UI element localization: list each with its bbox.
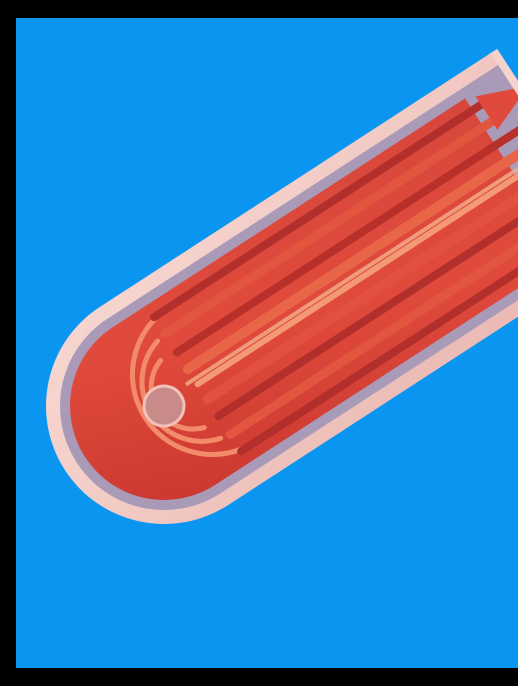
cutaway-tube-illustration (16, 18, 518, 668)
tube-assembly (16, 21, 518, 569)
blue-background-panel (16, 18, 518, 668)
